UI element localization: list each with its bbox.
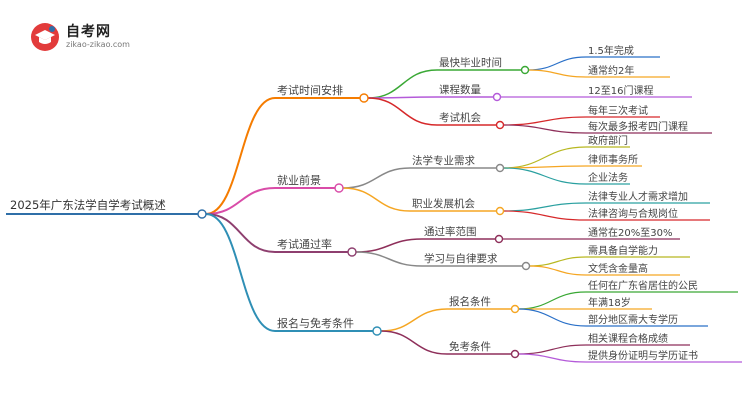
leaf-node-4-1-3: 部分地区需大专学历 (588, 313, 678, 326)
sub-edge-1-3 (367, 97, 438, 126)
branch-edge-1 (205, 97, 276, 215)
sub-node-1-3: 考试机会 (439, 111, 481, 124)
sub-connector-3-1 (494, 234, 504, 244)
leaf-edge-1-1-1 (527, 56, 587, 71)
leaf-node-2-1-2: 律师事务所 (588, 153, 638, 166)
leaf-edge-2-2-2 (502, 210, 587, 221)
leaf-node-2-1-3: 企业法务 (588, 171, 628, 184)
leaf-edge-2-2-1 (502, 202, 587, 212)
sub-connector-3-2 (521, 261, 531, 271)
sub-connector-1-3 (495, 120, 505, 130)
mindmap-edges (6, 56, 742, 363)
leaf-edge-2-1-1 (502, 146, 587, 169)
sub-edge-4-1 (380, 308, 448, 332)
branch-node-2: 就业前景 (277, 173, 321, 187)
leaf-node-1-3-1: 每年三次考试 (588, 104, 648, 117)
branch-connector-4 (372, 326, 382, 336)
leaf-node-4-2-1: 相关课程合格成绩 (588, 332, 668, 345)
sub-node-3-1: 通过率范围 (424, 225, 477, 238)
sub-edge-3-1 (355, 238, 423, 253)
leaf-edge-1-3-1 (502, 116, 587, 126)
root-connector (197, 209, 207, 219)
sub-connector-1-1 (520, 65, 530, 75)
branch-node-1: 考试时间安排 (277, 83, 343, 97)
leaf-node-2-2-2: 法律咨询与合规岗位 (588, 207, 678, 220)
leaf-node-1-1-2: 通常约2年 (588, 64, 634, 77)
leaf-edge-1-1-2 (527, 69, 587, 78)
leaf-node-3-1-1: 通常在20%至30% (588, 226, 672, 239)
leaf-edge-3-2-2 (528, 265, 587, 276)
site-name: 自考网 (66, 24, 111, 40)
leaf-node-1-1-1: 1.5年完成 (588, 44, 634, 57)
sub-node-4-2: 免考条件 (449, 340, 491, 353)
sub-node-1-2: 课程数量 (439, 83, 481, 96)
sub-node-3-2: 学习与自律要求 (424, 252, 498, 265)
branch-connector-2 (334, 183, 344, 193)
site-url: zikao-zikao.com (66, 40, 130, 49)
branch-edge-2 (205, 187, 276, 215)
leaf-node-4-2-2: 提供身份证明与学历证书 (588, 349, 698, 362)
mindmap-nodes: 2025年广东法学自学考试概述 考试时间安排 最快毕业时间 1.5年完成通常约2年课程… (10, 44, 698, 362)
leaf-node-1-2-1: 12至16门课程 (588, 84, 653, 97)
branch-node-3: 考试通过率 (277, 237, 332, 251)
root-node: 2025年广东法学自学考试概述 (10, 198, 166, 212)
branch-connector-1 (359, 93, 369, 103)
leaf-edge-3-2-1 (528, 256, 587, 267)
sub-connector-2-2 (495, 206, 505, 216)
leaf-edge-1-3-2 (502, 124, 587, 134)
leaf-node-2-2-1: 法律专业人才需求增加 (588, 190, 688, 203)
sub-edge-4-2 (380, 330, 448, 355)
leaf-node-2-1-1: 政府部门 (588, 134, 628, 147)
sub-edge-1-1 (367, 69, 438, 99)
branch-connector-3 (347, 247, 357, 257)
branch-edge-3 (205, 213, 276, 253)
leaf-node-3-2-2: 文凭含金量高 (588, 262, 648, 275)
branch-node-4: 报名与免考条件 (277, 316, 354, 330)
leaf-edge-4-1-1 (517, 291, 587, 310)
sub-node-4-1: 报名条件 (449, 295, 491, 308)
sub-edge-2-1 (342, 167, 411, 189)
sub-node-2-1: 法学专业需求 (412, 154, 475, 167)
sub-edge-3-2 (355, 251, 423, 267)
leaf-node-4-1-2: 年满18岁 (588, 296, 631, 309)
leaf-edge-2-1-3 (502, 167, 587, 185)
sub-connector-2-1 (495, 163, 505, 173)
leaf-edge-4-2-1 (517, 344, 587, 355)
leaf-edge-4-2-2 (517, 353, 587, 363)
sub-edge-2-2 (342, 187, 411, 212)
sub-connector-4-1 (510, 304, 520, 314)
site-logo[interactable]: 自考网 zikao-zikao.com (30, 18, 150, 58)
leaf-edge-4-1-3 (517, 308, 587, 327)
sub-node-2-2: 职业发展机会 (412, 197, 475, 210)
leaf-node-4-1-1: 任何在广东省居住的公民 (588, 279, 698, 292)
leaf-node-1-3-2: 每次最多报考四门课程 (588, 120, 688, 133)
leaf-node-3-2-1: 需具备自学能力 (588, 244, 658, 257)
branch-edge-4 (205, 213, 276, 332)
sub-connector-4-2 (510, 349, 520, 359)
sub-node-1-1: 最快毕业时间 (439, 56, 502, 69)
sub-connector-1-2 (492, 92, 502, 102)
graduation-cap-icon (31, 23, 59, 51)
